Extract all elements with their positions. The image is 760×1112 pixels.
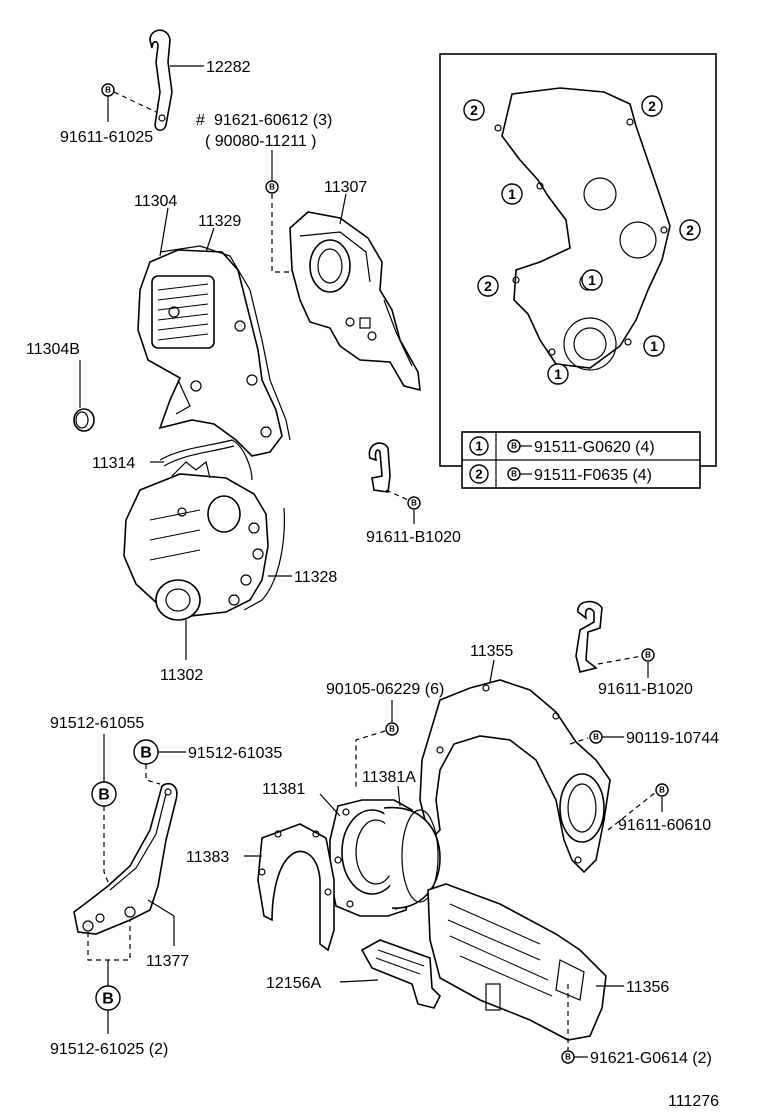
label-91611-60610: 91611-60610 bbox=[618, 817, 711, 834]
label-11329: 11329 bbox=[198, 213, 241, 230]
svg-text:B: B bbox=[105, 86, 111, 95]
hash-mark: # bbox=[196, 112, 205, 129]
svg-text:2: 2 bbox=[484, 278, 492, 294]
label-91512-61055: 91512-61055 bbox=[50, 715, 144, 732]
label-91621-60612: 91621-60612 (3) bbox=[214, 112, 332, 129]
svg-text:1: 1 bbox=[650, 338, 658, 354]
bolt-icon: B bbox=[91, 781, 117, 807]
label-91512-61035: 91512-61035 bbox=[188, 745, 282, 762]
label-11314: 11314 bbox=[92, 455, 135, 472]
svg-text:1: 1 bbox=[475, 439, 482, 454]
hook-right bbox=[575, 600, 603, 673]
svg-text:B: B bbox=[659, 786, 665, 795]
label-91621-G0614: 91621-G0614 (2) bbox=[590, 1050, 712, 1067]
timing-cover-11307 bbox=[289, 211, 421, 392]
label-12282: 12282 bbox=[206, 59, 251, 76]
label-11381A: 11381A bbox=[362, 769, 416, 786]
gasket-11383 bbox=[257, 823, 335, 952]
label-91611-61025: 91611-61025 bbox=[60, 129, 153, 146]
label-90080-11211: ( 90080-11211 ) bbox=[205, 133, 316, 150]
svg-text:B: B bbox=[140, 745, 152, 762]
cover-11356 bbox=[427, 883, 607, 1041]
svg-text:B: B bbox=[269, 183, 275, 192]
svg-text:B: B bbox=[565, 1053, 571, 1062]
gasket-11328 bbox=[243, 507, 285, 611]
oil-seal-11381A bbox=[383, 806, 441, 909]
bolt-icon: B bbox=[589, 730, 603, 744]
hook-center bbox=[368, 442, 391, 493]
bracket-12156A bbox=[360, 939, 441, 1009]
legend-part-2: 91511-F0635 (4) bbox=[534, 467, 652, 484]
label-11355: 11355 bbox=[470, 643, 513, 660]
label-11302: 11302 bbox=[160, 667, 203, 684]
label-91512-61025: 91512-61025 (2) bbox=[50, 1041, 168, 1058]
label-11381: 11381 bbox=[262, 781, 305, 798]
label-90105-06229: 90105-06229 (6) bbox=[326, 681, 444, 698]
svg-text:B: B bbox=[102, 991, 114, 1008]
timing-cover-11304 bbox=[137, 245, 291, 457]
svg-text:1: 1 bbox=[588, 272, 596, 288]
label-11356: 11356 bbox=[626, 979, 669, 996]
legend-part-1: 91511-G0620 (4) bbox=[534, 439, 655, 456]
inset-legend-table: 1 2 B B 91511-G0620 (4) 91511-F0635 (4) bbox=[461, 431, 701, 489]
label-12156A: 12156A bbox=[266, 975, 321, 992]
svg-text:B: B bbox=[593, 733, 599, 742]
end-plate-11355 bbox=[419, 679, 611, 874]
gasket-11314 bbox=[159, 439, 253, 481]
svg-text:2: 2 bbox=[470, 102, 478, 118]
bolt-icon: B bbox=[407, 496, 421, 510]
svg-text:2: 2 bbox=[648, 98, 656, 114]
svg-text:2: 2 bbox=[686, 222, 694, 238]
plug-11304B bbox=[73, 408, 95, 432]
label-11307: 11307 bbox=[324, 179, 367, 196]
label-11304: 11304 bbox=[134, 193, 177, 210]
label-91611-B1020-center: 91611-B1020 bbox=[366, 529, 461, 546]
label-91611-B1020-right: 91611-B1020 bbox=[598, 681, 693, 698]
label-11328: 11328 bbox=[294, 569, 337, 586]
svg-text:1: 1 bbox=[554, 366, 562, 382]
bolt-icon: B bbox=[655, 783, 669, 797]
label-11304B: 11304B bbox=[26, 341, 80, 358]
label-11377: 11377 bbox=[146, 953, 189, 970]
bolt-icon: B bbox=[385, 722, 399, 736]
svg-text:B: B bbox=[389, 725, 395, 734]
svg-text:B: B bbox=[511, 470, 517, 479]
label-90119-10744: 90119-10744 bbox=[626, 730, 719, 747]
svg-text:B: B bbox=[411, 499, 417, 508]
hook-12282 bbox=[149, 29, 173, 132]
svg-text:B: B bbox=[645, 651, 651, 660]
bolt-icon: B bbox=[133, 739, 159, 765]
bolt-icon: B bbox=[95, 985, 121, 1011]
bracket-11377 bbox=[73, 782, 178, 935]
svg-text:B: B bbox=[511, 442, 517, 451]
svg-text:2: 2 bbox=[475, 467, 482, 482]
inset-cover bbox=[494, 87, 671, 371]
label-11383: 11383 bbox=[186, 849, 229, 866]
timing-cover-11302 bbox=[123, 460, 269, 621]
bolt-icon: B bbox=[101, 83, 115, 97]
svg-text:B: B bbox=[98, 787, 110, 804]
bolt-icon: B bbox=[265, 180, 279, 194]
figure-number: 111276 bbox=[668, 1093, 719, 1110]
svg-text:1: 1 bbox=[508, 186, 516, 202]
inset-callouts: 2 2 1 2 2 1 1 1 bbox=[463, 95, 701, 385]
bolt-icon: B bbox=[641, 648, 655, 662]
bolt-icon: B bbox=[561, 1050, 575, 1064]
